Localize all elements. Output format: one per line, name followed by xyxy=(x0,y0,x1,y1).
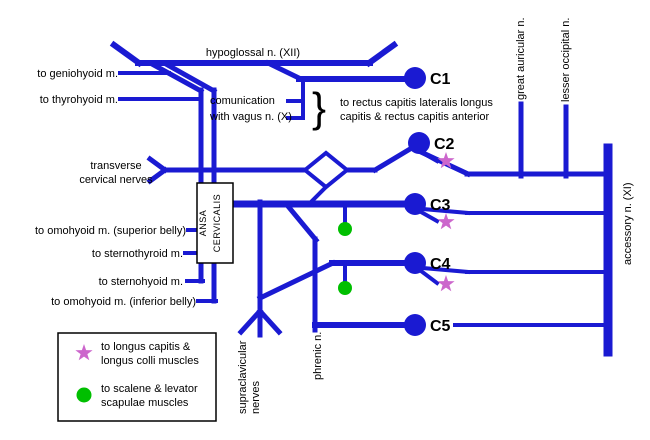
geniohyoid-label: to geniohyoid m. xyxy=(37,68,118,80)
legend-dot-label-line2: scapulae muscles xyxy=(101,397,189,409)
rectus-label-line1: to rectus capitis lateralis longus xyxy=(340,97,493,109)
node-c5-label: C5 xyxy=(430,318,451,335)
transverse-cervical-label-line2: cervical nerves xyxy=(79,174,153,186)
hypoglossal-label: hypoglossal n. (XII) xyxy=(206,47,300,59)
ansa-label-line2: CERVICALIS xyxy=(212,194,222,252)
accessory-label: accessory n. (XI) xyxy=(622,182,634,265)
hypoglossal-c1-diagonal xyxy=(264,59,305,83)
node-c4 xyxy=(404,252,426,274)
sternothyroid-label: to sternothyroid m. xyxy=(92,248,183,260)
thyrohyoid-label: to thyrohyoid m. xyxy=(40,94,118,106)
node-c3 xyxy=(404,193,426,215)
node-c1-label: C1 xyxy=(430,71,451,88)
diamond-c3-diagonal xyxy=(307,184,329,206)
legend: to longus capitis & longus colli muscles… xyxy=(57,332,217,422)
ansa-superior-root-diagonal-b xyxy=(162,60,218,95)
supraclavicular-label-line2: nerves xyxy=(250,380,262,414)
crossing-diamond xyxy=(301,150,351,190)
legend-star-label-line1: to longus capitis & xyxy=(101,341,191,353)
node-c4-label: C4 xyxy=(430,256,451,273)
legend-dot-icon xyxy=(76,387,92,403)
green-dot-icon-c4 xyxy=(338,281,352,295)
sternohyoid-label: to sternohyoid m. xyxy=(99,276,183,288)
node-c2 xyxy=(408,132,430,154)
vagus-label-line2: with vagus n. (X) xyxy=(209,111,292,123)
c2-diagonal-line xyxy=(371,145,414,174)
node-c2-label: C2 xyxy=(434,136,455,153)
supraclavicular-prong-left xyxy=(237,307,264,336)
omohyoid-superior-label: to omohyoid m. (superior belly) xyxy=(35,225,186,237)
brace-glyph: } xyxy=(312,84,326,131)
vagus-label-line1: comunication xyxy=(210,95,275,107)
node-c3-label: C3 xyxy=(430,197,451,214)
legend-star-icon xyxy=(75,344,93,361)
supraclavicular-prong-right xyxy=(256,307,283,336)
phrenic-label: phrenic n. xyxy=(312,332,324,380)
ansa-label-line1: ANSA xyxy=(198,210,208,237)
rectus-label-line2: capitis & rectus capitis anterior xyxy=(340,111,490,123)
hypoglossal-left-end-line xyxy=(109,40,144,68)
supraclavicular-label-line1: supraclavicular xyxy=(237,340,249,414)
lesser-occipital-label: lesser occipital n. xyxy=(560,18,572,102)
c4-right-branch xyxy=(420,265,471,275)
node-c1 xyxy=(404,67,426,89)
node-c5 xyxy=(404,314,426,336)
star-icon-c2 xyxy=(437,152,455,169)
star-icon-c3 xyxy=(437,213,455,230)
ansa-superior-root-diagonal-a xyxy=(148,60,205,95)
c3-phrenic-diagonal xyxy=(283,201,320,244)
great-auricular-label: great auricular n. xyxy=(515,17,527,100)
star-icon-c4 xyxy=(437,275,455,292)
omohyoid-inferior-label: to omohyoid m. (inferior belly) xyxy=(51,296,196,308)
c4-supraclavicular-diagonal xyxy=(256,259,337,302)
hypoglossal-right-end-line xyxy=(364,40,399,68)
c4-star-branch xyxy=(418,268,440,286)
nerve-root-nodes xyxy=(404,67,430,336)
c3-right-branch xyxy=(420,206,471,216)
dot-markers xyxy=(338,222,352,295)
green-dot-icon-c3 xyxy=(338,222,352,236)
ansa-cervicalis-box xyxy=(196,182,234,264)
c3-star-branch xyxy=(418,209,440,224)
transverse-cervical-label-line1: transverse xyxy=(90,160,141,172)
star-markers xyxy=(437,152,455,292)
legend-dot-label-line1: to scalene & levator xyxy=(101,383,198,395)
legend-star-label-line2: longus colli muscles xyxy=(101,355,199,367)
